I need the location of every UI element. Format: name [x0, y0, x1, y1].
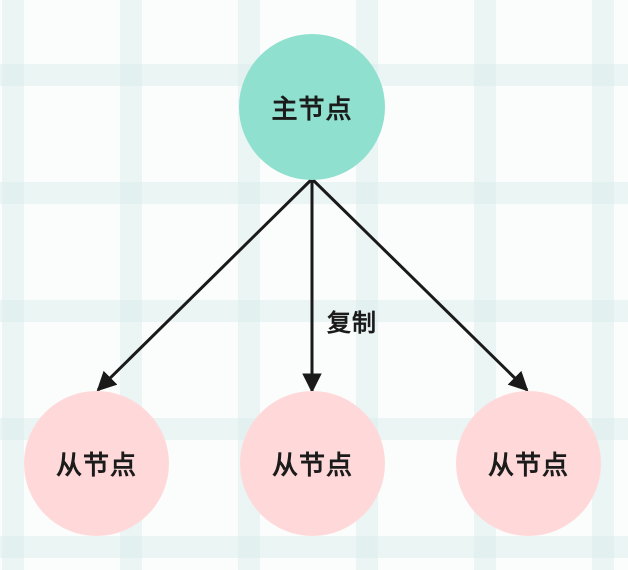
replica-node-label: 从节点: [271, 451, 353, 481]
edge-master-to-replica-3: [310, 177, 529, 392]
replica-node-label: 从节点: [487, 451, 569, 481]
edge-master-to-replica-1: [96, 177, 314, 392]
replication-edge-label: 复制: [327, 309, 377, 337]
replica-node-3: 从节点: [456, 391, 601, 536]
replica-node-2: 从节点: [240, 391, 385, 536]
master-node: 主节点: [239, 34, 385, 180]
replica-node-label: 从节点: [55, 451, 137, 481]
master-node-label: 主节点: [271, 94, 353, 125]
replica-node-1: 从节点: [24, 391, 169, 536]
